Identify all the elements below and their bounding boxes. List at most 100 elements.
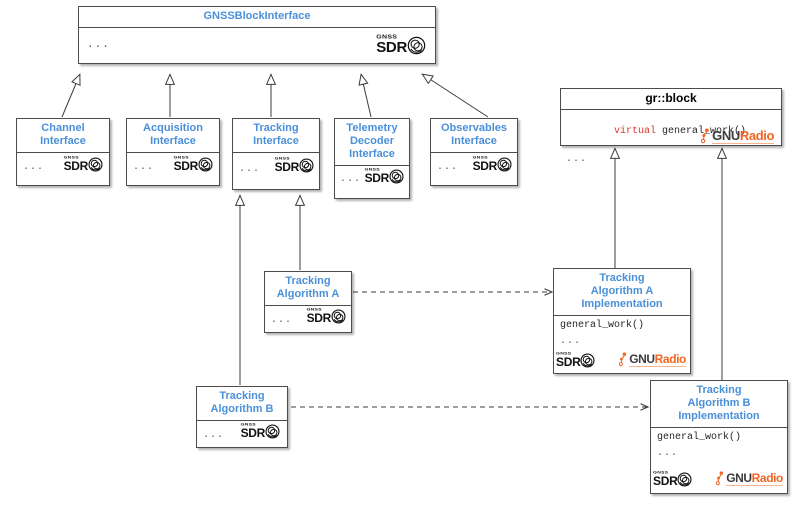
gnuradio-radio-text: Radio xyxy=(751,470,784,485)
gnss-sdr-logo-main-text: SDR xyxy=(653,474,678,488)
edge-telemetry-to-blockinterface xyxy=(361,74,372,118)
gnss-sdr-logo-main-text: SDR xyxy=(240,426,266,440)
class-body: ... GNSS SDR xyxy=(265,306,351,332)
class-acquisition-interface[interactable]: Acquisition Interface ... GNSS SDR xyxy=(126,118,220,186)
gnuradio-logo: GNURadio xyxy=(619,352,686,367)
gnuradio-tagline-rule xyxy=(629,365,686,367)
gnuradio-mark-icon xyxy=(701,128,709,144)
gnss-sdr-logo: GNSS SDR xyxy=(174,155,213,172)
gnss-sdr-logo-main-text: SDR xyxy=(173,159,199,173)
gnss-sdr-logo: GNSS SDR xyxy=(376,33,426,55)
class-body: ... GNSS SDR xyxy=(79,28,435,63)
class-title: GNSSBlockInterface xyxy=(79,7,435,28)
gnuradio-radio-text: Radio xyxy=(654,351,687,366)
class-method-signature: virtual general_work() xyxy=(566,112,776,151)
members-ellipsis: ... xyxy=(437,162,459,173)
gnss-sdr-logo-top-text: GNSS xyxy=(376,34,398,40)
class-body: ... GNSS SDR xyxy=(233,153,319,189)
gnuradio-logo: GNURadio xyxy=(701,128,774,144)
gnss-sdr-logo-top-text: GNSS xyxy=(364,167,380,172)
method-name: general_work() xyxy=(656,126,747,137)
gnss-sdr-logo: GNSS SDR xyxy=(653,470,692,487)
class-body: ... GNSS SDR xyxy=(197,421,287,447)
class-tracking-algorithm-a[interactable]: Tracking Algorithm A ... GNSS SDR xyxy=(264,271,352,333)
class-tracking-algorithm-a-implementation[interactable]: Tracking Algorithm A Implementation gene… xyxy=(553,268,691,374)
members-ellipsis: ... xyxy=(560,336,582,347)
gnss-sdr-logo-top-text: GNSS xyxy=(472,155,488,160)
class-title: Acquisition Interface xyxy=(127,119,219,153)
gnss-sdr-globe-icon xyxy=(407,36,426,55)
gnss-sdr-logo: GNSS SDR xyxy=(556,351,595,368)
gnss-sdr-logo-main-text: SDR xyxy=(306,311,332,325)
class-body: ... GNSS SDR xyxy=(335,166,409,198)
gnss-sdr-logo-top-text: GNSS xyxy=(63,155,79,160)
class-tracking-algorithm-b[interactable]: Tracking Algorithm B ... GNSS SDR xyxy=(196,386,288,448)
gnuradio-gnu-text: GNU xyxy=(629,351,655,366)
gnuradio-logo: GNURadio xyxy=(716,471,783,486)
class-tracking-interface[interactable]: Tracking Interface ... GNSS SDR xyxy=(232,118,320,190)
gnss-sdr-logo: GNSS SDR xyxy=(275,156,314,173)
gnss-sdr-logo-main-text: SDR xyxy=(472,159,498,173)
gnss-sdr-logo-top-text: GNSS xyxy=(173,155,189,160)
class-method-signature: general_work() xyxy=(560,320,645,331)
gnss-sdr-logo-main-text: SDR xyxy=(556,355,581,369)
class-body: general_work() ... GNSS SDR xyxy=(554,316,690,373)
class-title: Tracking Algorithm A xyxy=(265,272,351,306)
gnss-sdr-logo: GNSS SDR xyxy=(365,167,404,184)
gnss-sdr-globe-icon xyxy=(198,157,213,172)
gnuradio-radio-text: Radio xyxy=(739,127,775,143)
class-body: virtual general_work() ... GNURadio xyxy=(561,110,781,167)
class-body: general_work() ... GNSS SDR xyxy=(651,428,787,493)
class-body: ... GNSS SDR xyxy=(17,153,109,185)
class-channel-interface[interactable]: Channel Interface ... GNSS SDR xyxy=(16,118,110,186)
class-gr-block[interactable]: gr::block virtual general_work() ... xyxy=(560,88,782,165)
members-ellipsis: ... xyxy=(133,162,155,173)
gnss-sdr-logo-main-text: SDR xyxy=(63,159,89,173)
gnuradio-tagline-rule xyxy=(726,484,783,486)
members-ellipsis: ... xyxy=(271,315,293,326)
class-body: ... GNSS SDR xyxy=(431,153,517,185)
gnss-sdr-globe-icon xyxy=(497,157,512,172)
class-telemetry-decoder-interface[interactable]: Telemetry Decoder Interface ... GNSS SDR xyxy=(334,118,410,199)
gnuradio-gnu-text: GNU xyxy=(726,470,752,485)
gnss-sdr-logo-main-text: SDR xyxy=(376,39,407,56)
gnss-sdr-logo-main-text: SDR xyxy=(364,171,390,185)
class-body: ... GNSS SDR xyxy=(127,153,219,185)
gnss-sdr-logo-top-text: GNSS xyxy=(653,470,669,475)
members-ellipsis: ... xyxy=(657,448,679,459)
gnss-sdr-globe-icon xyxy=(299,158,314,173)
gnss-sdr-logo: GNSS SDR xyxy=(307,307,346,324)
class-title: Tracking Interface xyxy=(233,119,319,153)
gnuradio-gnu-text: GNU xyxy=(712,127,740,143)
edge-channel-to-blockinterface xyxy=(61,74,80,118)
gnss-sdr-logo-top-text: GNSS xyxy=(306,307,322,312)
gnuradio-tagline-rule xyxy=(712,142,774,144)
gnss-sdr-globe-icon xyxy=(265,424,280,439)
class-title: Tracking Algorithm A Implementation xyxy=(554,269,690,316)
members-ellipsis: ... xyxy=(340,174,362,185)
class-tracking-algorithm-b-implementation[interactable]: Tracking Algorithm B Implementation gene… xyxy=(650,380,788,494)
gnss-sdr-logo: GNSS SDR xyxy=(473,155,512,172)
gnss-sdr-globe-icon xyxy=(88,157,103,172)
gnss-sdr-logo: GNSS SDR xyxy=(64,155,103,172)
class-title: Observables Interface xyxy=(431,119,517,153)
class-title: gr::block xyxy=(561,89,781,110)
class-title: Channel Interface xyxy=(17,119,109,153)
gnss-sdr-globe-icon xyxy=(389,169,404,184)
gnss-sdr-logo-top-text: GNSS xyxy=(274,156,290,161)
class-observables-interface[interactable]: Observables Interface ... GNSS SDR xyxy=(430,118,518,186)
class-gnss-block-interface[interactable]: GNSSBlockInterface ... GNSS SDR xyxy=(78,6,436,64)
gnss-sdr-logo: GNSS SDR xyxy=(241,422,280,439)
members-ellipsis: ... xyxy=(566,154,588,165)
class-title: Tracking Algorithm B Implementation xyxy=(651,381,787,428)
edge-observables-to-blockinterface xyxy=(422,74,489,118)
class-title: Tracking Algorithm B xyxy=(197,387,287,421)
gnss-sdr-globe-icon xyxy=(580,353,595,368)
gnss-sdr-logo-top-text: GNSS xyxy=(556,351,572,356)
gnss-sdr-globe-icon xyxy=(331,309,346,324)
keyword-virtual: virtual xyxy=(614,126,657,137)
gnuradio-mark-icon xyxy=(716,471,724,486)
class-title: Telemetry Decoder Interface xyxy=(335,119,409,166)
members-ellipsis: ... xyxy=(203,430,225,441)
